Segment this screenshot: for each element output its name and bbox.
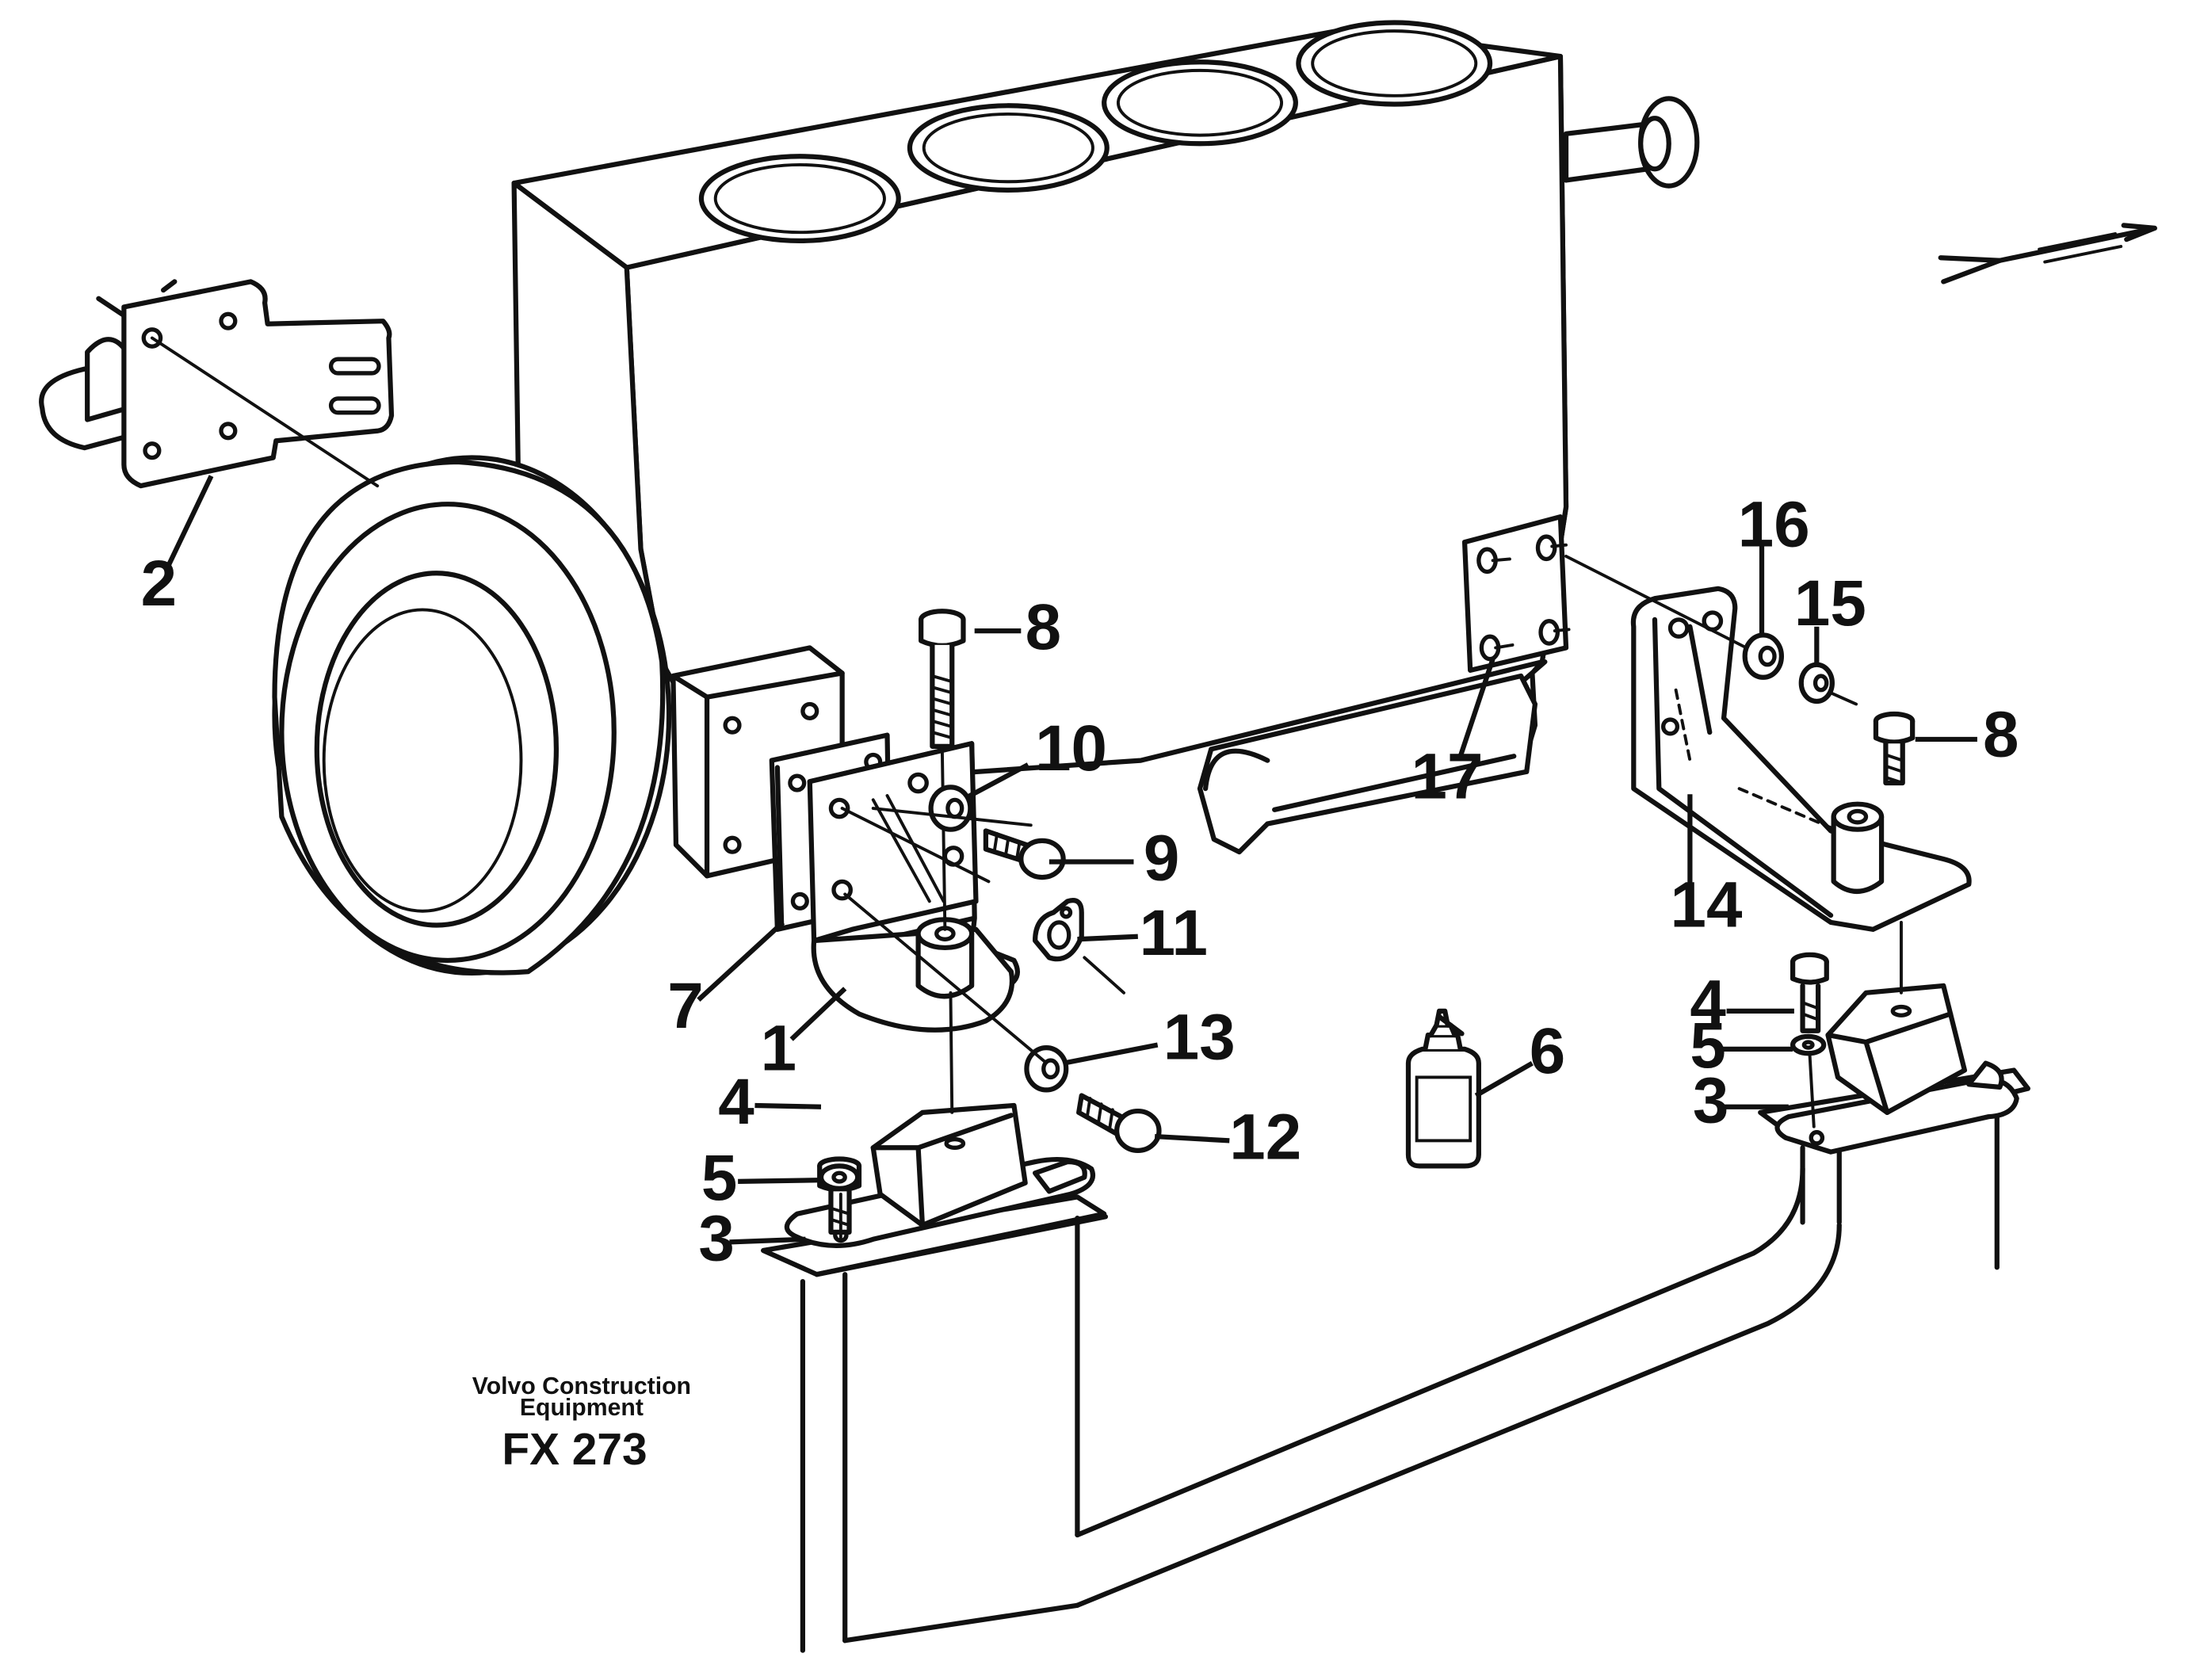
engine-block (511, 20, 1700, 855)
callout-9: 9 (1144, 823, 1179, 895)
callout-17: 17 (1411, 741, 1484, 813)
callout-15: 15 (1794, 567, 1866, 640)
callout-16: 16 (1738, 488, 1810, 560)
callout-13: 13 (1163, 1001, 1236, 1073)
callout-4-right: 4 (1690, 968, 1726, 1040)
washer-10 (871, 785, 1033, 832)
bolt-8-right (1873, 711, 1916, 786)
rubber-mount-right (1774, 983, 2019, 1155)
callout-8-left: 8 (1026, 591, 1061, 663)
bracket-2 (39, 279, 395, 489)
callout-6: 6 (1530, 1015, 1565, 1087)
washer-5-left (818, 1163, 861, 1191)
rubber-mount-left (784, 1102, 1095, 1248)
callout-2: 2 (141, 548, 177, 620)
callout-8-right: 8 (1983, 698, 2019, 770)
lock-plate-11 (1032, 898, 1125, 995)
bolt-12 (1076, 1093, 1162, 1153)
nut-15 (1798, 662, 1835, 704)
callout-10: 10 (1035, 712, 1107, 785)
callout-1: 1 (761, 1013, 796, 1085)
bolt-9 (983, 828, 1066, 880)
caption-company-line1: Volvo Construction (472, 1373, 691, 1399)
caption-company-line2: Equipment (520, 1395, 644, 1421)
callout-7: 7 (667, 970, 703, 1042)
callout-3-right: 3 (1693, 1064, 1728, 1136)
direction-arrow-icon (1938, 223, 2157, 284)
figure-caption: Volvo Construction Equipment FX 273 (472, 1373, 691, 1475)
rear-mounting-pad (1461, 514, 1571, 673)
callout-3-left: 3 (698, 1202, 734, 1274)
callout-5-left: 5 (701, 1142, 737, 1214)
callout-4-left: 4 (718, 1066, 754, 1138)
bolt-4-right (1790, 952, 1829, 1033)
callout-5-right: 5 (1690, 1010, 1725, 1082)
rear-engine-bracket-14 (1630, 586, 1972, 932)
nut-16 (1742, 632, 1785, 680)
loctite-bottle-6 (1405, 1008, 1481, 1169)
cylinder-bores (698, 20, 1493, 243)
callout-numbers: 1 2 3 3 4 4 5 5 6 7 8 8 9 10 11 12 13 14… (141, 488, 2019, 1274)
caption-figure-code: FX 273 (502, 1425, 647, 1475)
flywheel-housing (272, 455, 672, 976)
leader-lines (163, 475, 1977, 1245)
callout-11: 11 (1140, 897, 1208, 969)
callout-14: 14 (1671, 869, 1743, 941)
washer-5-right (1790, 1033, 1827, 1056)
callout-12: 12 (1229, 1101, 1301, 1173)
bolt-8-left (919, 609, 966, 931)
washer-13 (843, 892, 1069, 1093)
crankshaft-end (1563, 96, 1700, 189)
